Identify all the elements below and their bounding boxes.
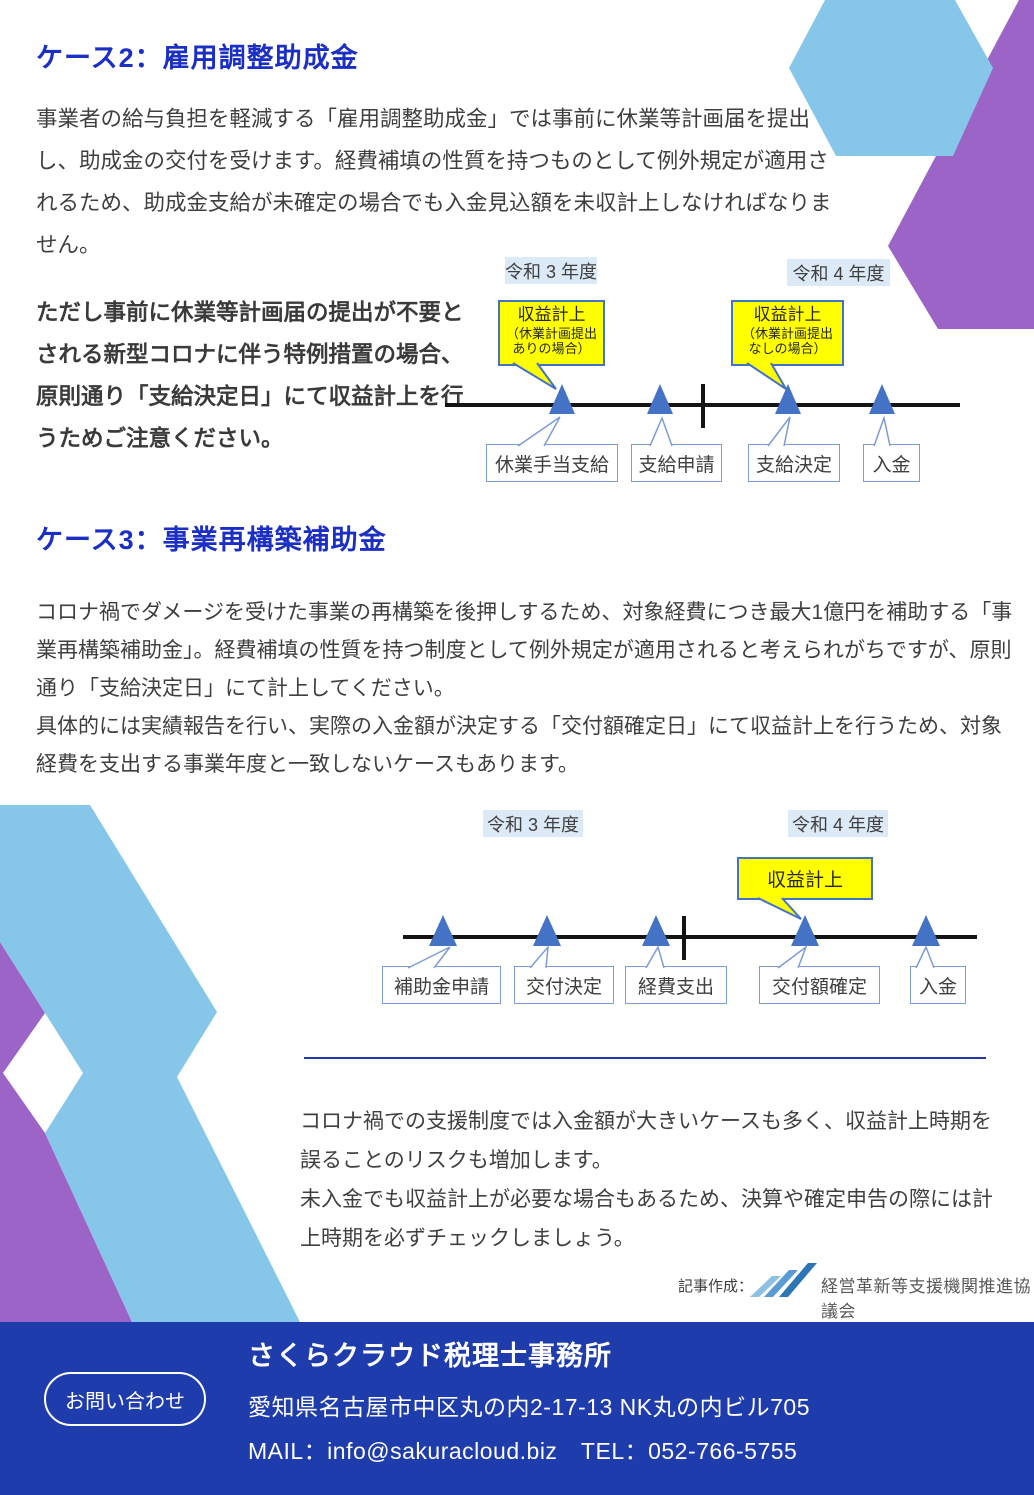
- d1-event4-tail-border: [873, 415, 891, 447]
- left-purple-chevron-icon: [0, 942, 132, 1322]
- d2-callout-revenue: 収益計上: [737, 857, 873, 900]
- d2-marker-triangle-2-icon: [533, 915, 561, 946]
- d1-event2-tail-border: [649, 415, 673, 447]
- d2-event3-tail-border: [645, 945, 665, 969]
- d2-event5-tail-border: [915, 945, 935, 969]
- case2-paragraph: 事業者の給与負担を軽減する「雇用調整助成金」では事前に休業等計画届を提出し、助成…: [36, 107, 832, 257]
- d2-year-label-r3: 令和 3 年度: [483, 810, 583, 837]
- case2-note-paragraph: ただし事前に休業等計画届の提出が不要とされる新型コロナに伴う特例措置の場合、原則…: [36, 300, 464, 451]
- d2-marker-triangle-1-icon: [429, 915, 457, 946]
- d1-callout1-tail-icon: [513, 363, 556, 389]
- d1-callout2-title: 収益計上: [753, 305, 822, 324]
- d1-year-label-r4: 令和 4 年度: [787, 259, 890, 286]
- case3-heading: ケース3：事業再構築補助金: [36, 525, 387, 555]
- d1-event3-tail-icon: [768, 417, 790, 446]
- credit-label: 記事作成：: [678, 1278, 754, 1295]
- d1-marker-triangle-3-icon: [775, 384, 801, 414]
- d1-marker-triangle-1-icon: [549, 384, 575, 414]
- d1-event3-tail-border: [767, 416, 791, 447]
- contact-button[interactable]: お問い合わせ: [44, 1372, 206, 1426]
- d2-callout-tail-border: [757, 897, 802, 920]
- d2-event4-tail-icon: [778, 947, 806, 968]
- office-address: 愛知県名古屋市中区丸の内2-17-13 NK丸の内ビル705: [248, 1394, 810, 1420]
- d1-callout1-sub: （休業計画提出 ありの場合）: [505, 326, 597, 356]
- d2-event2-tail-icon: [530, 947, 548, 968]
- case2-heading: ケース2：雇用調整助成金: [36, 43, 359, 73]
- footer: お問い合わせ さくらクラウド税理士事務所 愛知県名古屋市中区丸の内2-17-13…: [0, 1322, 1034, 1495]
- credit-org-name: 経営革新等支援機関推進協議会: [821, 1277, 1031, 1321]
- d1-event1-tail-border: [517, 416, 561, 447]
- d1-event-nyukin: 入金: [863, 444, 920, 482]
- d1-callout2-tail-border: [746, 362, 787, 390]
- d1-callout-revenue-2: 収益計上 （休業計画提出 なしの場合）: [731, 300, 844, 366]
- d1-event2-tail-icon: [650, 418, 672, 446]
- d2-event2-tail-border: [529, 944, 549, 969]
- d2-marker-triangle-3-icon: [642, 915, 670, 946]
- d2-event4-tail-border: [777, 944, 808, 969]
- corner-purple-shape-icon: [888, 0, 1034, 329]
- d1-callout2-sub: （休業計画提出 なしの場合）: [741, 326, 833, 356]
- d1-marker-triangle-2-icon: [647, 384, 673, 414]
- d2-event1-tail-border: [407, 946, 451, 969]
- d1-year-label-r3: 令和 3 年度: [505, 257, 597, 284]
- d2-event1-tail-icon: [408, 947, 450, 968]
- d2-year-label-r4: 令和 4 年度: [788, 810, 888, 837]
- section-divider: [304, 1057, 986, 1059]
- d2-callout-tail-icon: [758, 898, 801, 919]
- d2-marker-triangle-4-icon: [791, 915, 819, 946]
- d1-callout1-tail-border: [512, 362, 557, 390]
- left-blue-chevron-icon: [0, 805, 300, 1322]
- summary-paragraph: コロナ禍での支援制度では入金額が大きいケースも多く、収益計上時期を誤ることのリス…: [300, 1110, 993, 1250]
- d1-callout1-title: 収益計上: [517, 305, 586, 324]
- d1-callout2-tail-icon: [747, 363, 786, 389]
- office-mail-tel: MAIL：info@sakuracloud.biz TEL：052-766-57…: [248, 1438, 798, 1464]
- d1-callout-revenue-1: 収益計上 （休業計画提出 ありの場合）: [498, 300, 605, 366]
- d2-event-nyukin: 入金: [910, 966, 966, 1004]
- d2-event-kofugaku-kakutei: 交付額確定: [759, 966, 880, 1004]
- case3-paragraph: コロナ禍でダメージを受けた事業の再構築を後押しするため、対象経費につき最大1億円…: [36, 601, 1013, 776]
- d2-event-keihi-shishutsu: 経費支出: [625, 966, 727, 1004]
- d2-event-kofu-kettei: 交付決定: [514, 966, 614, 1004]
- d1-event-shikyu-kettei: 支給決定: [748, 444, 840, 482]
- d1-event-shikyu-shinsei: 支給申請: [631, 444, 722, 482]
- d1-marker-triangle-4-icon: [869, 384, 895, 414]
- d2-marker-triangle-5-icon: [912, 915, 940, 946]
- office-name: さくらクラウド税理士事務所: [248, 1341, 612, 1371]
- org-logo-stripes-icon: [750, 1263, 817, 1297]
- d1-event-kyugyo-teate: 休業手当支給: [486, 444, 618, 482]
- d1-event1-tail-icon: [518, 417, 560, 446]
- d1-event4-tail-icon: [874, 418, 890, 446]
- d2-event3-tail-icon: [646, 947, 664, 968]
- d2-event-hojokin-shinsei: 補助金申請: [382, 966, 501, 1004]
- d2-event5-tail-icon: [916, 947, 934, 968]
